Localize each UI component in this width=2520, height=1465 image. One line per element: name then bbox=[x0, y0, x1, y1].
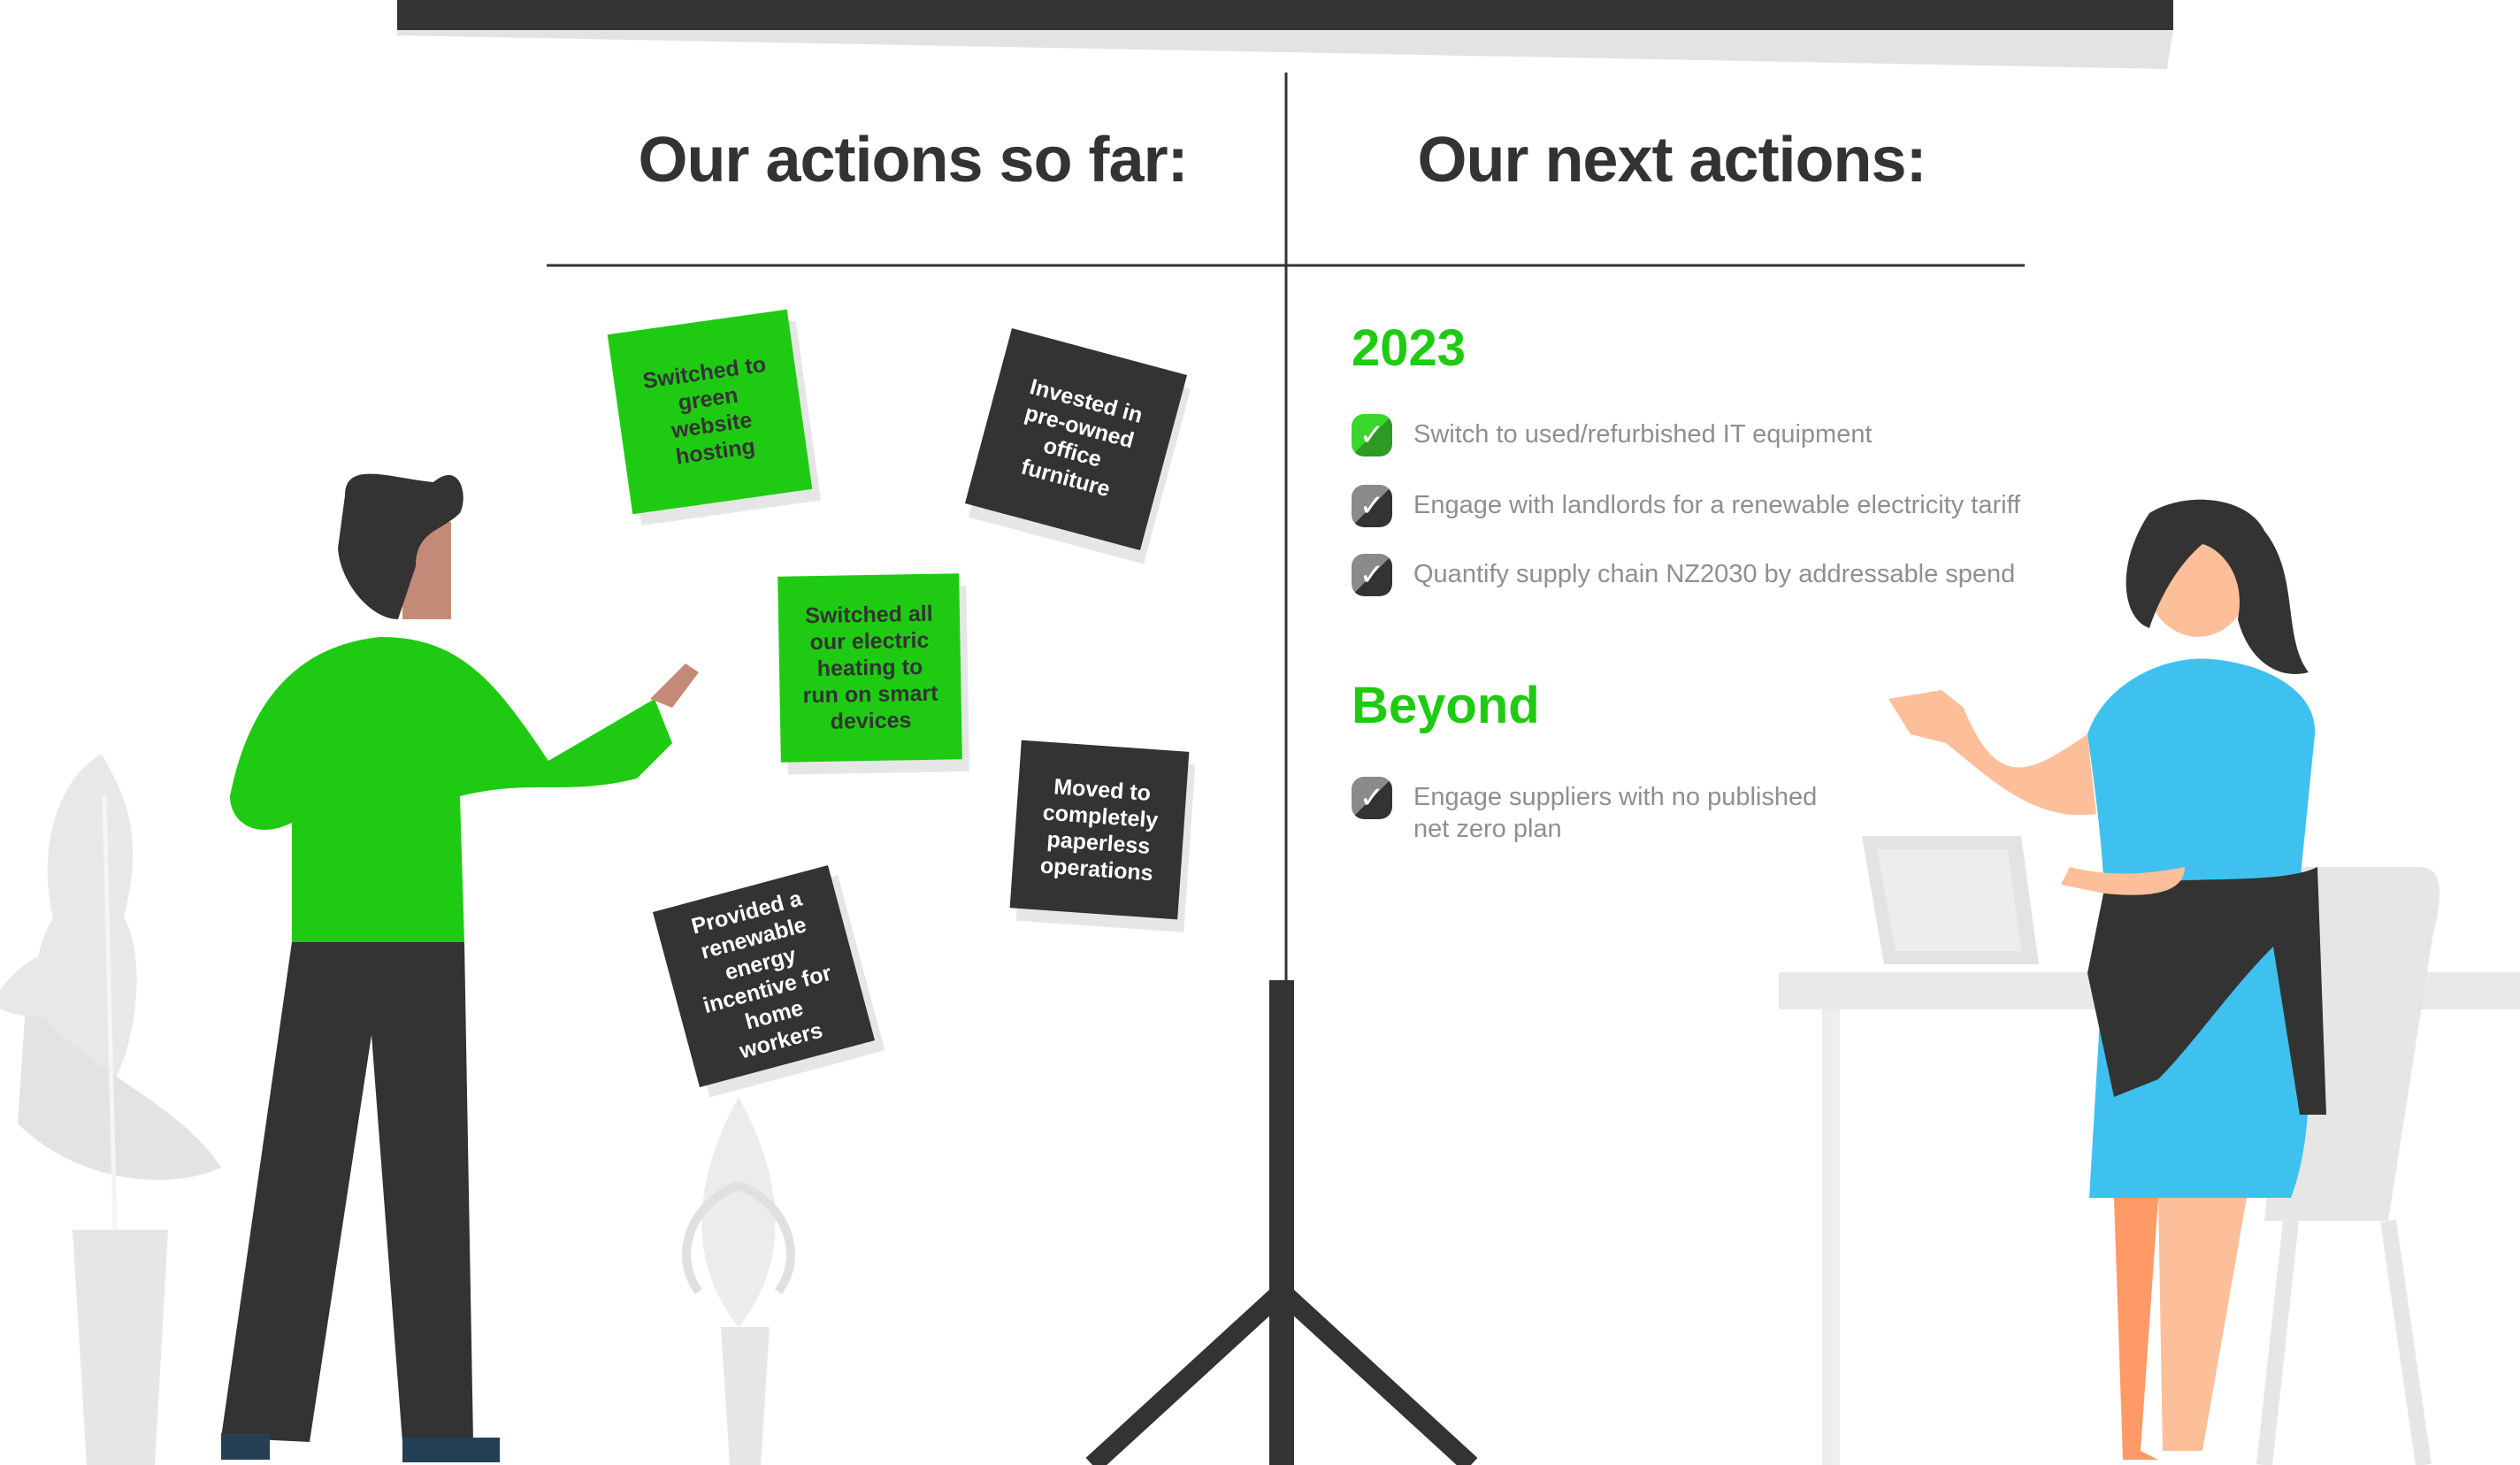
check-icon-green: ✓ bbox=[1352, 414, 1392, 456]
sticky-note-smart-heating: Switched all our electric heating to run… bbox=[777, 573, 962, 763]
action-item-text: Switch to used/refurbished IT equipment bbox=[1413, 420, 1873, 449]
section-heading-2023: 2023 bbox=[1352, 319, 1467, 377]
sticky-note-green-hosting: Switched to green website hosting bbox=[607, 309, 813, 515]
left-title: Our actions so far: bbox=[638, 125, 1188, 196]
board-top-bar bbox=[397, 0, 2173, 30]
action-item: ✓ Quantify supply chain NZ2030 by addres… bbox=[1352, 554, 2015, 596]
sticky-note-paperless: Moved to completely paperless operations bbox=[1009, 740, 1190, 920]
woman-figure bbox=[1888, 499, 2326, 1460]
action-item-text: Engage suppliers with no published net z… bbox=[1413, 783, 1818, 843]
action-item: ✓ Engage with landlords for a renewable … bbox=[1352, 485, 2020, 527]
check-icon-grey: ✓ bbox=[1352, 485, 1392, 527]
check-icon-grey: ✓ bbox=[1352, 777, 1392, 819]
man-figure bbox=[221, 473, 699, 1462]
plant-left bbox=[0, 754, 221, 1465]
action-item: ✓ Switch to used/refurbished IT equipmen… bbox=[1352, 414, 1873, 456]
right-title: Our next actions: bbox=[1417, 125, 1926, 196]
easel-leg-right bbox=[1275, 1284, 1478, 1465]
plant-middle bbox=[682, 1097, 795, 1465]
action-item-text: Engage with landlords for a renewable el… bbox=[1413, 491, 2021, 519]
board-shadow bbox=[397, 29, 2173, 69]
desk-area bbox=[1779, 836, 2520, 1465]
action-item: ✓ Engage suppliers with no published net… bbox=[1352, 777, 1856, 845]
easel-leg-left bbox=[1085, 1284, 1289, 1465]
action-item-text: Quantify supply chain NZ2030 by addressa… bbox=[1413, 560, 2016, 588]
section-heading-beyond: Beyond bbox=[1352, 677, 1540, 734]
check-icon-grey: ✓ bbox=[1352, 554, 1392, 596]
easel-stand bbox=[1269, 980, 1294, 1465]
